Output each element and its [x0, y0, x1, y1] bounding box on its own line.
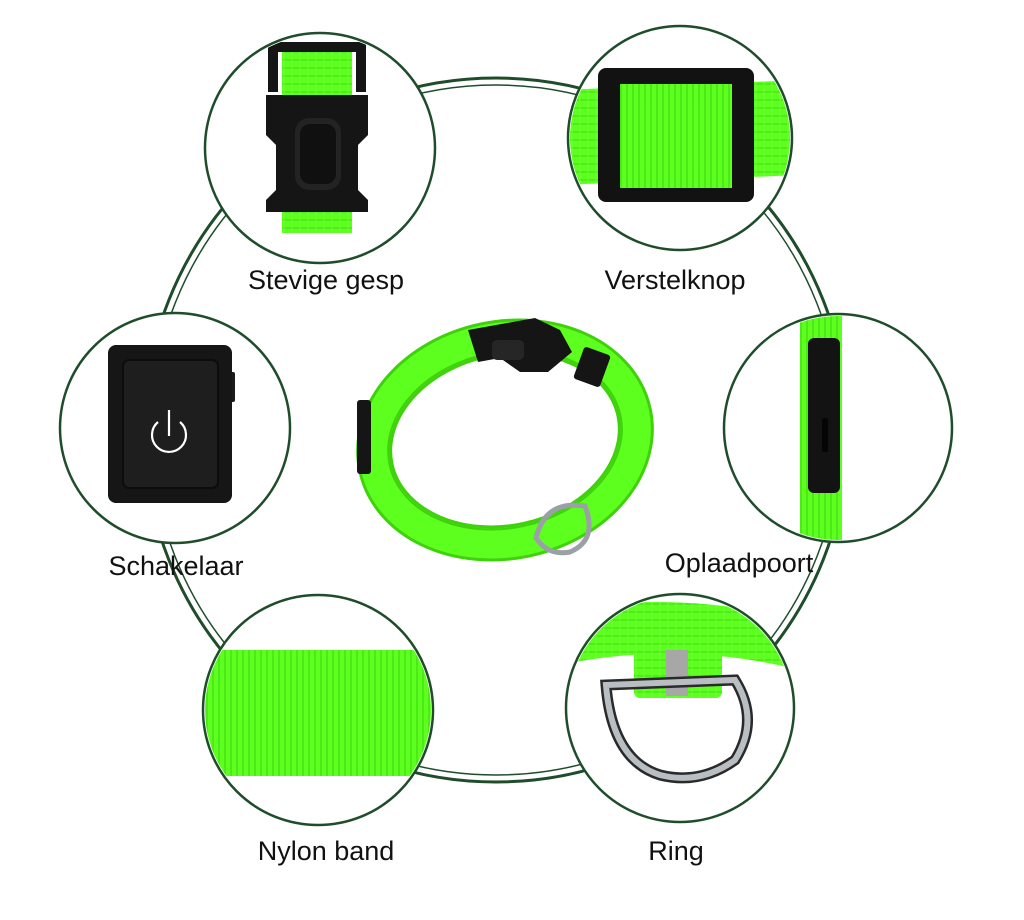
label-verstelknop: Verstelknop — [604, 265, 746, 295]
label-stevige-gesp: Stevige gesp — [247, 265, 405, 295]
collar-illustration — [356, 318, 654, 562]
d-ring-icon — [568, 602, 792, 784]
feature-d-ring — [564, 592, 796, 824]
label-nylon-band: Nylon band — [257, 836, 395, 866]
label-ring: Ring — [648, 836, 704, 866]
feature-charging-port — [722, 312, 954, 544]
adjuster-icon — [570, 68, 790, 202]
feature-nylon-band — [201, 593, 435, 827]
label-oplaadpoort: Oplaadpoort — [664, 548, 814, 578]
feature-adjuster — [566, 24, 794, 252]
feature-switch — [58, 311, 292, 545]
power-switch-icon — [108, 345, 235, 503]
buckle-icon — [266, 42, 368, 233]
label-schakelaar: Schakelaar — [108, 551, 244, 581]
nylon-strap-icon — [205, 650, 431, 776]
feature-buckle — [203, 31, 437, 265]
charging-port-icon — [800, 316, 842, 540]
